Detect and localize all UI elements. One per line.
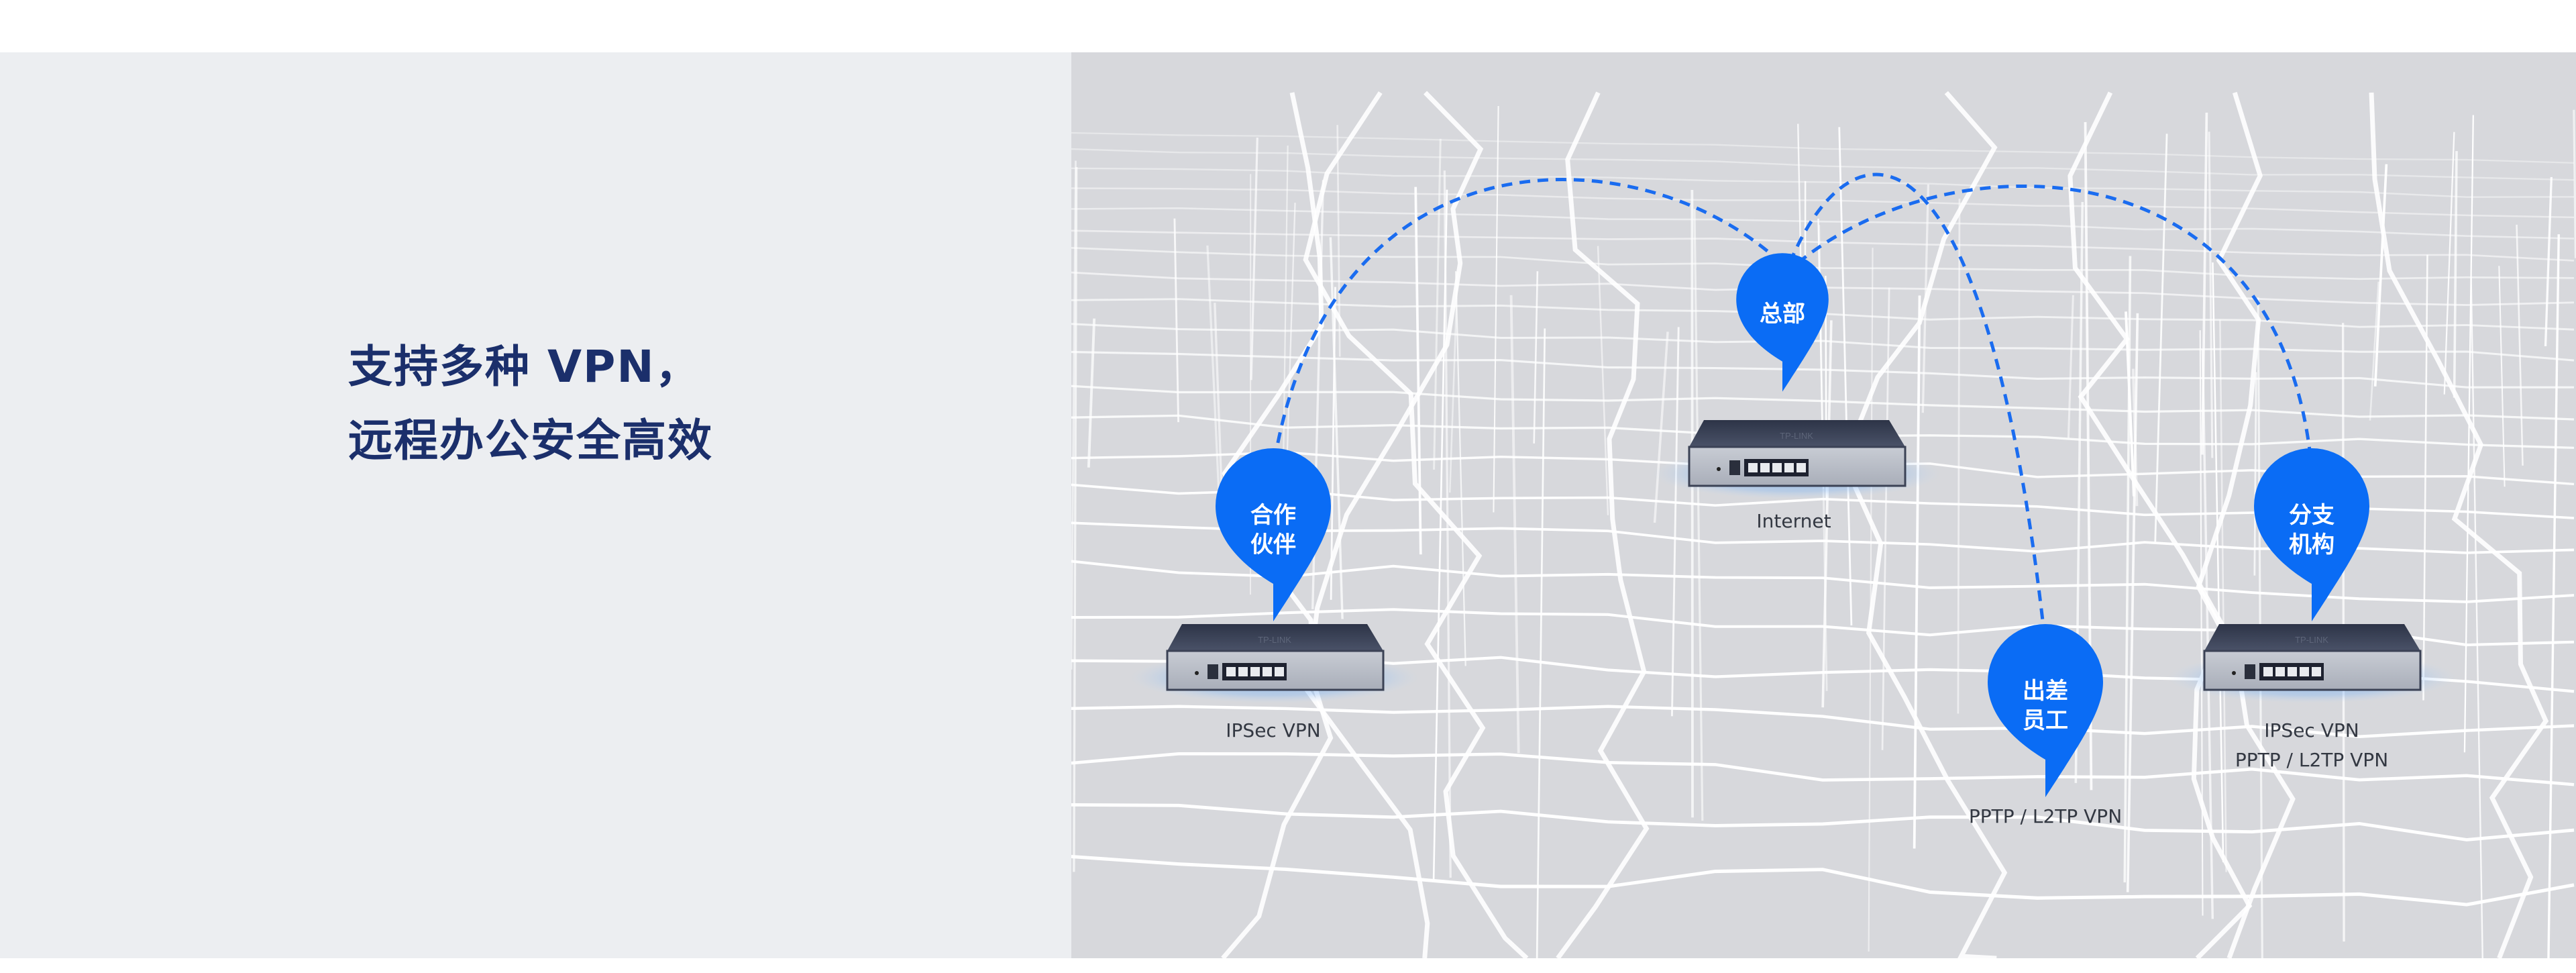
street	[1841, 91, 2008, 958]
street	[2126, 313, 2139, 892]
street	[1868, 248, 1874, 952]
street	[1693, 209, 1704, 821]
street	[2154, 134, 2168, 542]
tunnel-hq-partner	[1271, 178, 1782, 469]
street	[2199, 330, 2204, 916]
street	[2212, 262, 2224, 863]
street	[1536, 328, 1546, 958]
street	[1957, 199, 1961, 714]
street	[1071, 350, 2575, 389]
travel-connection-label: PPTP / L2TP VPN	[1968, 805, 2123, 827]
street	[2373, 164, 2388, 387]
headline-line-1: 支持多种 VPN，	[348, 341, 701, 393]
street	[2068, 91, 2253, 958]
street	[2196, 91, 2296, 958]
street	[2516, 224, 2524, 466]
pin-branch-line-2: 机构	[2289, 531, 2334, 558]
street	[2453, 151, 2458, 398]
router-branch	[2166, 623, 2457, 705]
pin-branch-label: 分支 机构	[2289, 501, 2334, 560]
street	[2201, 112, 2208, 455]
street	[1509, 295, 1520, 754]
router-partner	[1129, 623, 1420, 705]
street	[1071, 854, 2575, 907]
street	[2253, 372, 2257, 576]
street	[2547, 234, 2560, 958]
street	[1087, 318, 1096, 468]
street	[1556, 91, 1650, 958]
street	[2443, 132, 2455, 395]
tunnel-hq-branch	[1796, 184, 2314, 469]
street	[1071, 803, 2575, 841]
street	[1838, 127, 1853, 626]
street	[1285, 203, 1296, 489]
left-panel	[0, 52, 1071, 958]
pin-branch-line-1: 分支	[2289, 502, 2334, 529]
street	[1448, 272, 1459, 493]
street	[1071, 167, 2575, 198]
pin-hq-line-1: 总部	[1760, 301, 1805, 327]
street	[1690, 189, 1694, 818]
pin-travel-line-1: 出差	[2023, 678, 2068, 705]
street	[2463, 115, 2474, 753]
street	[2369, 92, 2549, 958]
pin-travel-line-2: 员工	[2023, 707, 2068, 734]
street	[1597, 246, 1609, 515]
street	[1071, 132, 2575, 164]
branch-connection-label-2: PPTP / L2TP VPN	[2235, 749, 2389, 771]
street	[1173, 218, 1180, 423]
street	[2369, 281, 2379, 421]
street	[2123, 256, 2132, 882]
vpn-tunnels	[1271, 172, 2314, 645]
street	[1670, 327, 1680, 717]
street	[1303, 91, 1529, 958]
street	[1071, 148, 2575, 181]
street	[2219, 319, 2227, 872]
street	[1493, 105, 1499, 513]
street	[1913, 295, 1921, 849]
street	[2422, 254, 2428, 701]
street	[2067, 295, 2074, 439]
street	[1433, 138, 1442, 470]
street	[1071, 160, 1077, 670]
pin-partner-line-1: 合作	[1250, 502, 1296, 529]
street	[1305, 91, 1484, 958]
hq-connection-label: Internet	[1756, 510, 1831, 532]
street	[1073, 166, 1078, 872]
street	[1454, 271, 1466, 666]
street	[1533, 271, 1539, 444]
street	[2201, 349, 2214, 919]
router-hq	[1651, 419, 1942, 501]
branch-connection-label-1: IPSec VPN	[2264, 719, 2359, 741]
street	[1071, 323, 2575, 362]
pin-travel-label: 出差 员工	[2023, 676, 2068, 735]
headline-line-2: 远程办公安全高效	[348, 415, 713, 466]
pin-hq-label: 总部	[1760, 299, 1805, 329]
street	[1250, 138, 1258, 380]
headline: 支持多种 VPN， 远程办公安全高效	[348, 330, 713, 478]
street	[1432, 189, 1448, 881]
street	[1821, 320, 1833, 708]
street	[1653, 331, 1669, 523]
street	[2208, 132, 2214, 458]
street	[2498, 266, 2506, 487]
street	[1414, 187, 1422, 555]
street	[1206, 245, 1222, 524]
street	[2470, 276, 2483, 958]
tunnel-hq-travel	[1788, 172, 2047, 645]
street	[2573, 109, 2576, 258]
street	[2544, 176, 2553, 346]
pin-partner-label: 合作 伙伴	[1250, 501, 1296, 560]
pin-partner-line-2: 伙伴	[1250, 531, 1296, 558]
partner-connection-label: IPSec VPN	[1226, 719, 1321, 741]
